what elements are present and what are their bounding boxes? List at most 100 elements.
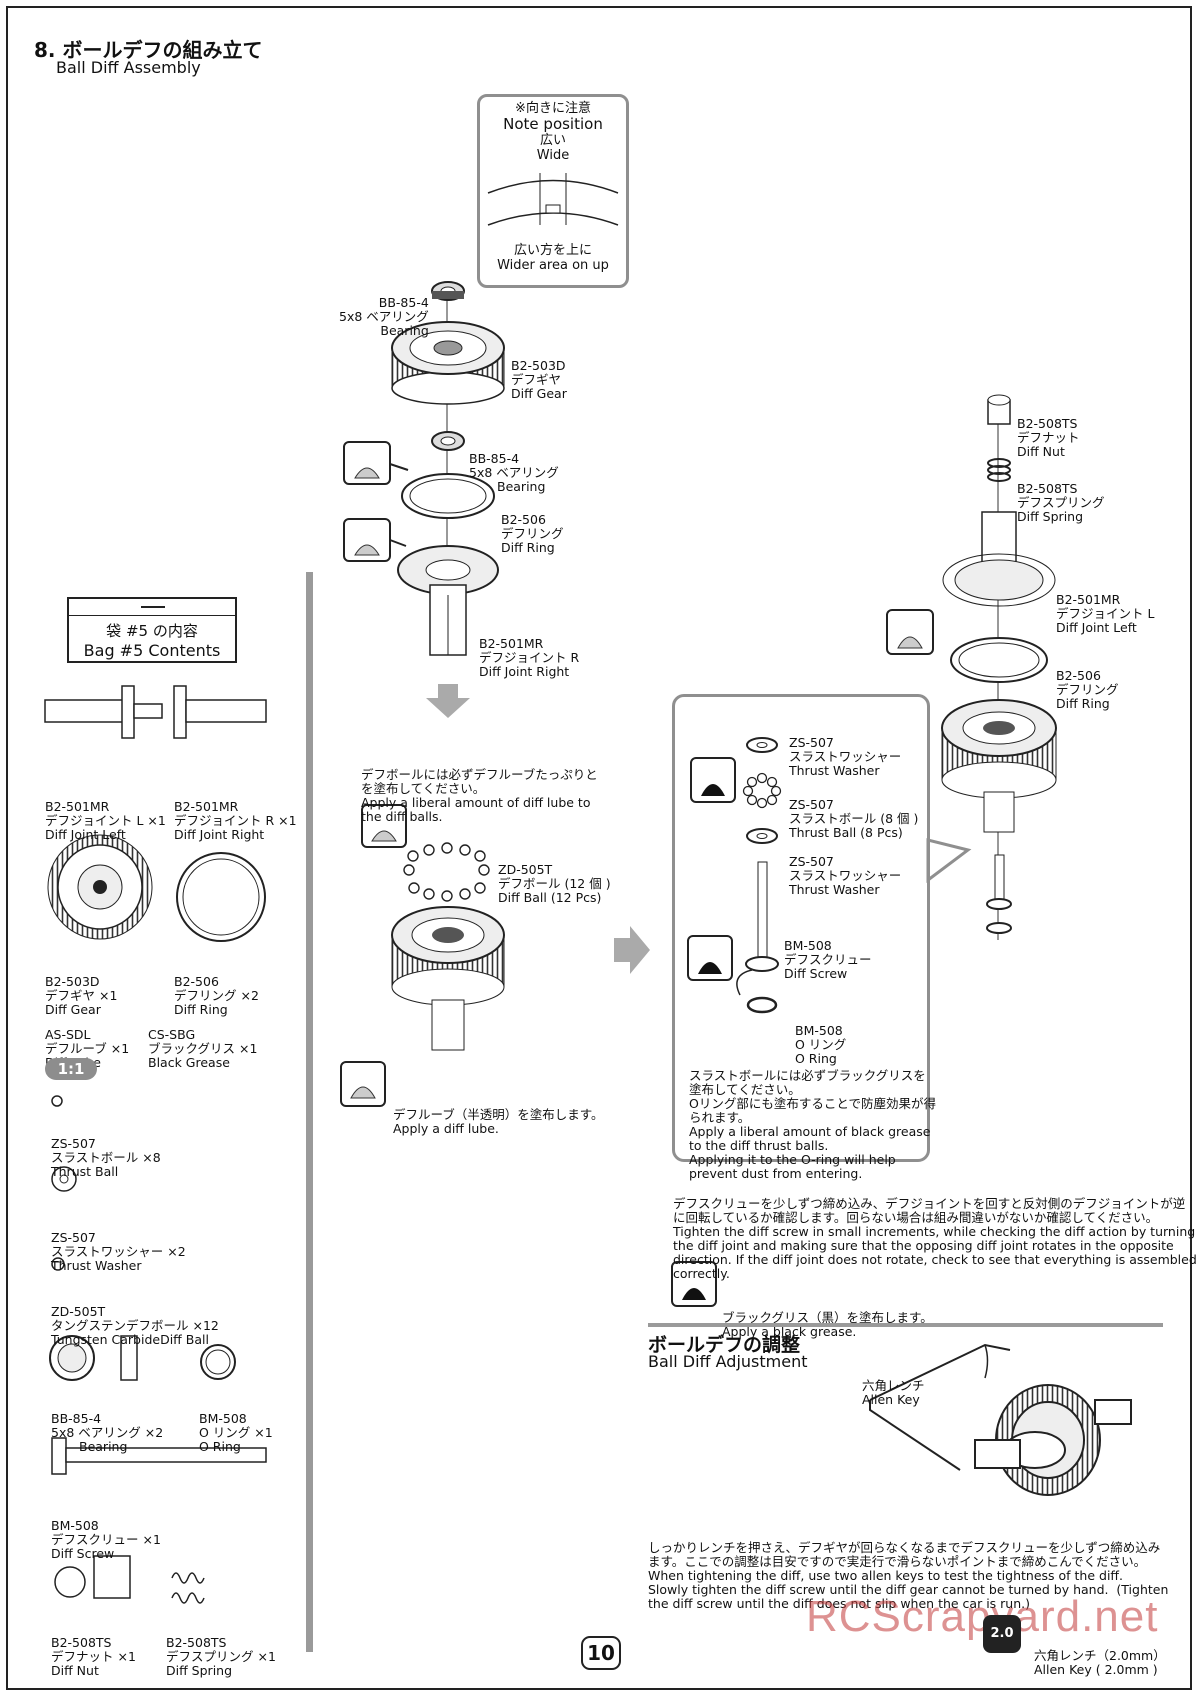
wide-up-jp: 広い方を上に [513, 243, 592, 258]
bag-diff-spring-drawing [171, 1572, 205, 1604]
diff-balls-drawing [403, 842, 490, 902]
lube-icon-3 [361, 804, 407, 848]
note-position-jp: ※向きに注意 [515, 101, 591, 116]
scale-badge: 1:1 [45, 1058, 97, 1080]
screw-and-oring-drawing [986, 854, 1012, 934]
down-arrow-icon [426, 684, 470, 718]
grease-icon-callout [690, 757, 736, 803]
bearing-top-drawing [431, 281, 465, 301]
diff-nut-drawing [987, 394, 1011, 425]
diff-gear-drawing [391, 321, 505, 405]
lube-legend: デフルーブ（半透明）を塗布します。Apply a diff lube. [393, 1107, 604, 1136]
allen-key-size-badge: 2.0 [983, 1615, 1021, 1653]
right-arrow-icon [614, 926, 650, 974]
diff-spring-drawing [987, 458, 1011, 482]
wide-up-en: Wider area on up [497, 258, 609, 273]
diff-ring-2-drawing [950, 637, 1048, 683]
grease-legend-icon [671, 1261, 717, 1307]
page-title: 8. ボールデフの組み立て [34, 38, 263, 62]
page-frame [6, 6, 1192, 1690]
bag-joint-left-drawing [44, 685, 163, 739]
bag-diff-nut-drawing [54, 1555, 131, 1599]
diff-gear-2-drawing [391, 906, 505, 1051]
diff-screw-drawing [745, 861, 779, 972]
gear-orientation-icon [487, 173, 619, 226]
page-number: 10 [581, 1636, 621, 1670]
o-ring-drawing [736, 969, 778, 1014]
bag-diff-gear-drawing [47, 834, 153, 940]
column-divider [306, 572, 313, 1652]
section-divider [648, 1323, 1163, 1327]
diff-joint-left-drawing [942, 511, 1056, 607]
watermark: RCScrapyard.net [806, 1592, 1159, 1641]
adjustment-subtitle: Ball Diff Adjustment [648, 1352, 808, 1371]
thrust-washer-bottom-drawing [746, 828, 778, 844]
thrust-ball-drawing [742, 772, 782, 809]
bag-thrust-ball-drawing [51, 1095, 63, 1107]
diff-joint-right-drawing [397, 545, 499, 656]
wide-jp: 広い [539, 133, 566, 148]
note-position-box: ※向きに注意 Note position 広い Wide 広い方を上に Wide… [477, 94, 629, 288]
bag-joint-right-drawing [173, 685, 267, 739]
grease-legend: ブラックグリス（黒）を塗布します。Apply a black grease. [722, 1310, 933, 1339]
bag-o-ring-drawing [200, 1344, 236, 1380]
tighten-note: デフスクリューを少しずつ締め込み、デフジョイントを回すと反対側のデフジョイントが… [673, 1196, 1197, 1281]
bearing-mid-drawing [431, 431, 465, 451]
thrust-washer-top-drawing [746, 737, 778, 753]
bag-diff-ring-drawing [176, 852, 266, 942]
label-allen-key-size: 六角レンチ（2.0mm）Allen Key ( 2.0mm ) [1034, 1648, 1166, 1677]
lube-icon-1 [343, 441, 409, 485]
grease-icon-screw [687, 935, 733, 981]
bag-diff-ball-drawing [51, 1257, 65, 1271]
bag-title-jp: 袋 #5 の内容 [106, 622, 198, 640]
allen-key-and-diff-drawing [869, 1343, 1132, 1496]
lube-legend-icon [340, 1061, 386, 1107]
bag-title-en: Bag #5 Contents [83, 641, 221, 660]
wide-en: Wide [536, 148, 570, 163]
diff-ring-drawing [401, 473, 495, 519]
bag-diff-screw-drawing [51, 1437, 267, 1475]
adjustment-note: しっかりレンチを押さえ、デフギヤが回らなくなるまでデフスクリューを少しずつ締め込… [648, 1540, 1169, 1611]
thrust-grease-note: スラストボールには必ずブラックグリスを塗布してください。Oリング部にも塗布するこ… [689, 1068, 936, 1181]
bag-contents-header: 袋 #5 の内容 Bag #5 Contents [67, 597, 237, 663]
thrust-assembly-callout [672, 694, 930, 1162]
adjustment-title: ボールデフの調整 [648, 1334, 801, 1356]
lube-icon-2 [343, 518, 407, 562]
bag-thrust-washer-drawing [51, 1166, 77, 1192]
lube-icon-4 [886, 609, 934, 655]
note-position-en: Note position [503, 115, 603, 133]
bag-bearing-drawing [49, 1335, 138, 1381]
page-subtitle: Ball Diff Assembly [56, 58, 201, 77]
lube-note: デフボールには必ずデフルーブたっぷりとを塗布してください。Apply a lib… [361, 767, 598, 824]
